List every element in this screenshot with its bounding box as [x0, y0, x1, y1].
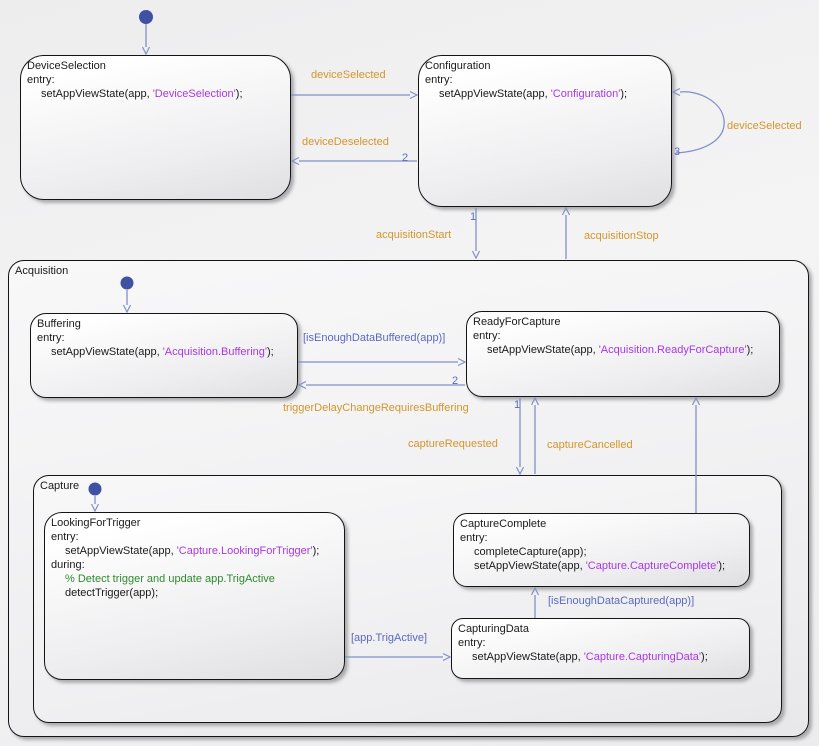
transition-label-capture-requested[interactable]: captureRequested: [408, 438, 498, 450]
code-string: 'DeviceSelection': [152, 88, 236, 100]
arrowhead: [141, 46, 151, 56]
entry-label: entry:: [51, 531, 79, 543]
state-buffering[interactable]: Buffering entry: setAppViewState(app, 'A…: [30, 313, 298, 398]
arrowhead: [409, 90, 419, 100]
transition-order-device-deselected: 2: [402, 152, 409, 164]
entry-label: entry:: [27, 74, 55, 86]
arrowhead: [671, 87, 681, 97]
code-string: 'Capture.CapturingData': [583, 651, 702, 663]
code-line: setAppViewState(app, 'Acquisition.Buffer…: [37, 345, 291, 359]
code-post: );: [746, 344, 754, 356]
state-configuration[interactable]: Configuration entry: setAppViewState(app…: [418, 55, 672, 207]
state-title: Acquisition: [15, 265, 69, 277]
code-line: completeCapture(app);: [474, 546, 587, 558]
arrowhead: [471, 250, 481, 260]
entry-label: entry:: [37, 332, 65, 344]
entry-label: entry:: [425, 74, 453, 86]
code-string: 'Configuration': [550, 88, 621, 100]
transition-label-device-selected-loop[interactable]: deviceSelected: [727, 120, 802, 132]
arrowhead: [561, 206, 571, 216]
state-title: DeviceSelection: [27, 60, 106, 72]
code-line: setAppViewState(app, 'Acquisition.ReadyF…: [473, 343, 773, 357]
code-pre: setAppViewState(app,: [439, 88, 551, 100]
state-looking-for-trigger[interactable]: LookingForTrigger entry: setAppViewState…: [44, 512, 345, 680]
transition-order-acquisition-start: 1: [470, 211, 477, 223]
code-line: setAppViewState(app, 'Capture.LookingFor…: [51, 544, 338, 558]
code-line: setAppViewState(app, 'Capture.CapturingD…: [458, 650, 743, 664]
initial-state-dot: [139, 10, 153, 24]
transition-order-ready-to-buffering: 2: [452, 375, 459, 387]
arrowhead: [290, 156, 300, 166]
entry-label: entry:: [460, 532, 488, 544]
state-title: ReadyForCapture: [473, 316, 561, 328]
state-title: Configuration: [425, 60, 491, 72]
state-ready-for-capture[interactable]: ReadyForCapture entry: setAppViewState(a…: [466, 311, 780, 397]
transition-label-device-deselected[interactable]: deviceDeselected: [302, 136, 389, 148]
entry-label: entry:: [473, 330, 501, 342]
code-string: 'Acquisition.ReadyForCapture': [598, 344, 747, 356]
code-post: );: [312, 545, 320, 557]
code-pre: setAppViewState(app,: [51, 346, 163, 358]
transition-acquisition-stop[interactable]: [561, 206, 571, 259]
transition-label-acquisition-stop[interactable]: acquisitionStop: [584, 230, 659, 242]
transition-label-capture-cancelled[interactable]: captureCancelled: [547, 439, 633, 451]
code-pre: setAppViewState(app,: [41, 88, 153, 100]
code-post: );: [701, 651, 708, 663]
code-pre: setAppViewState(app,: [472, 651, 584, 663]
state-capturing-data[interactable]: CapturingData entry: setAppViewState(app…: [451, 618, 750, 679]
default-transition-top[interactable]: [139, 10, 153, 56]
state-title: Capture: [40, 480, 80, 492]
state-title: CaptureComplete: [460, 518, 547, 530]
code-pre: setAppViewState(app,: [474, 560, 586, 572]
code-line: setAppViewState(app, 'DeviceSelection');: [27, 87, 284, 101]
state-title: LookingForTrigger: [51, 517, 141, 529]
code-post: );: [718, 560, 726, 572]
code-line: setAppViewState(app, 'Configuration');: [425, 87, 665, 101]
code-string: 'Acquisition.Buffering': [162, 346, 267, 358]
state-title: Buffering: [37, 318, 81, 330]
transition-order-self-loop: 3: [674, 146, 681, 158]
state-capture-complete[interactable]: CaptureComplete entry: completeCapture(a…: [453, 513, 750, 587]
transition-device-selected[interactable]: [291, 90, 419, 100]
code-post: );: [620, 88, 628, 100]
state-device-selection[interactable]: DeviceSelection entry: setAppViewState(a…: [20, 55, 291, 200]
transition-label-app-trig-active[interactable]: [app.TrigActive]: [351, 632, 428, 644]
code-post: );: [266, 346, 274, 358]
transition-device-selected-self-loop[interactable]: [671, 87, 725, 154]
transition-device-deselected[interactable]: [290, 156, 417, 166]
code-pre: setAppViewState(app,: [65, 545, 177, 557]
transition-label-acquisition-start[interactable]: acquisitionStart: [376, 229, 452, 241]
code-line: setAppViewState(app, 'Capture.CaptureCom…: [460, 559, 743, 573]
code-pre: setAppViewState(app,: [487, 344, 599, 356]
code-string: 'Capture.LookingForTrigger': [176, 545, 313, 557]
transition-label-trigger-delay[interactable]: triggerDelayChangeRequiresBuffering: [283, 402, 469, 414]
state-title: CapturingData: [458, 623, 529, 635]
transition-order-capture-requested: 1: [514, 399, 521, 411]
during-label: during:: [51, 559, 85, 571]
transition-label-is-enough-data-captured[interactable]: [isEnoughDataCaptured(app)]: [548, 595, 695, 607]
transition-label-device-selected[interactable]: deviceSelected: [311, 69, 386, 81]
code-line: detectTrigger(app);: [65, 587, 159, 599]
code-post: );: [235, 88, 243, 100]
code-string: 'Capture.CaptureComplete': [585, 560, 719, 572]
transition-label-is-enough-data-buffered[interactable]: [isEnoughDataBuffered(app)]: [303, 332, 446, 344]
code-comment: % Detect trigger and update app.TrigActi…: [65, 573, 275, 585]
entry-label: entry:: [458, 637, 486, 649]
